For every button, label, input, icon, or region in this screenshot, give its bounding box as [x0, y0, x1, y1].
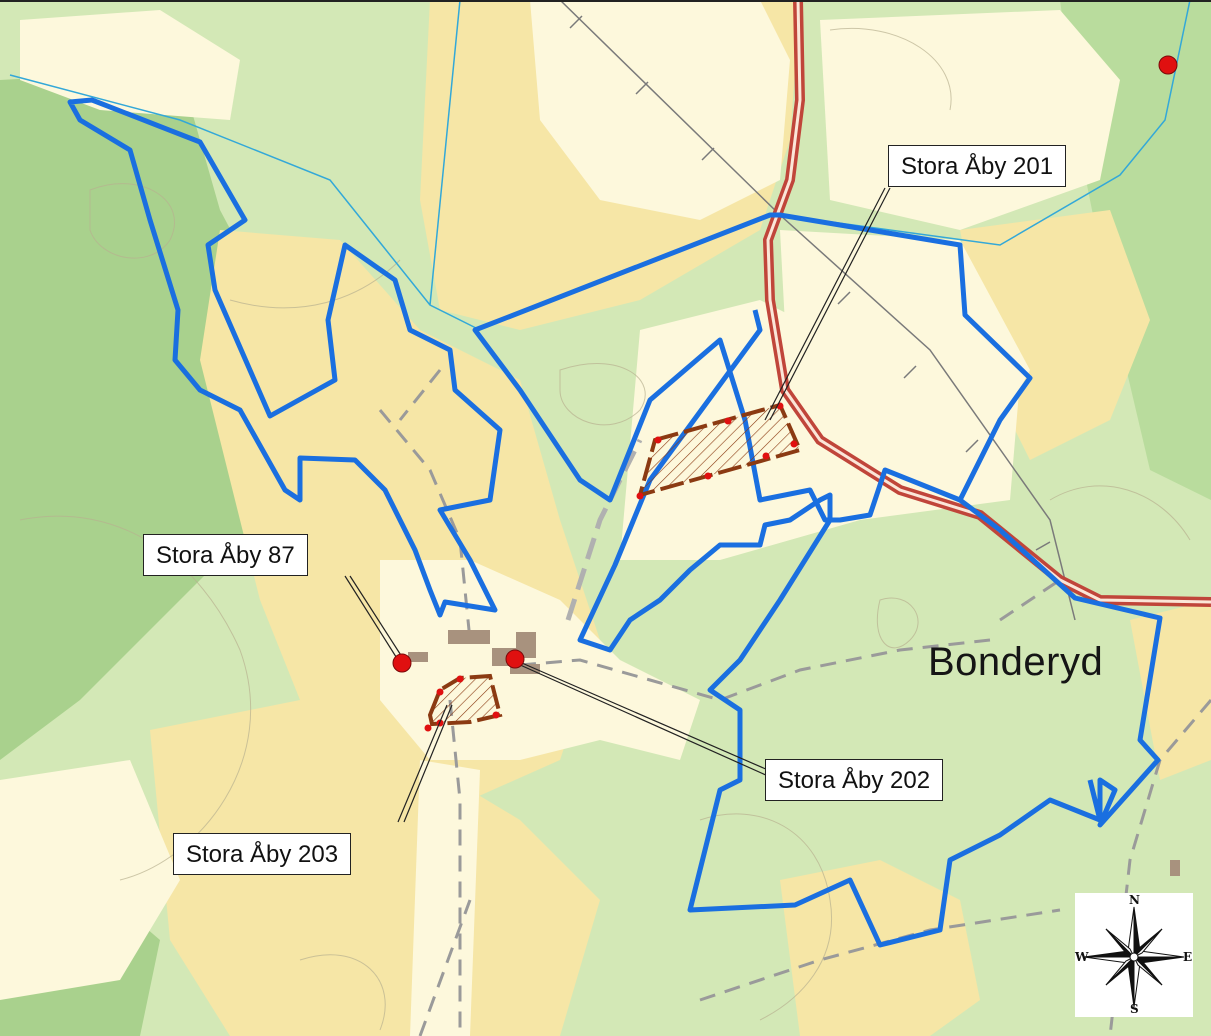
- place-name-bonderyd: Bonderyd: [928, 640, 1104, 684]
- property-parcel-central: [472, 212, 1033, 523]
- compass-west-label: W: [1075, 950, 1089, 964]
- building: [510, 664, 540, 674]
- site-markers: [392, 55, 1178, 673]
- building: [448, 630, 490, 644]
- marker-stora-aby-202: [505, 649, 525, 669]
- open-land-southwest: [0, 760, 180, 1000]
- heritage-area-201: [637, 402, 803, 498]
- building: [1170, 860, 1180, 876]
- open-land-north: [530, 0, 790, 220]
- label-stora-aby-87[interactable]: Stora Åby 87: [143, 534, 308, 576]
- building: [408, 652, 428, 662]
- field-far-east: [1130, 600, 1211, 780]
- gravel-road: [565, 438, 643, 621]
- watercourse-lines: [9, 0, 1191, 331]
- heritage-vertex-markers: [424, 402, 798, 732]
- heritage-areas: [424, 402, 803, 732]
- field-south: [150, 700, 600, 1036]
- marker-stora-aby-87: [392, 653, 412, 673]
- marker-northeast: [1158, 55, 1178, 75]
- building: [516, 632, 536, 658]
- main-road: [762, 0, 1211, 607]
- field-southeast: [780, 860, 980, 1036]
- compass-north-label: N: [1129, 893, 1140, 907]
- label-stora-aby-203[interactable]: Stora Åby 203: [173, 833, 352, 875]
- label-stora-aby-201[interactable]: Stora Åby 201: [888, 145, 1067, 187]
- open-land-east: [780, 230, 1030, 500]
- property-parcel-east: [577, 309, 1163, 948]
- compass-east-label: E: [1183, 950, 1193, 964]
- map-top-frame: [0, 0, 1211, 2]
- compass-star-icon: [1083, 906, 1185, 1008]
- property-parcel-northwest: [67, 97, 503, 618]
- property-boundaries: [67, 97, 1163, 948]
- compass-south-label: S: [1130, 1002, 1139, 1016]
- compass-rose: N S E W: [1075, 893, 1193, 1017]
- property-parcel-southeast-notch: [1087, 779, 1103, 821]
- railway-line: [559, 0, 1076, 621]
- open-land-south-strip: [410, 760, 480, 1036]
- callout-leader-lines: [344, 187, 891, 823]
- label-stora-aby-202[interactable]: Stora Åby 202: [765, 759, 944, 801]
